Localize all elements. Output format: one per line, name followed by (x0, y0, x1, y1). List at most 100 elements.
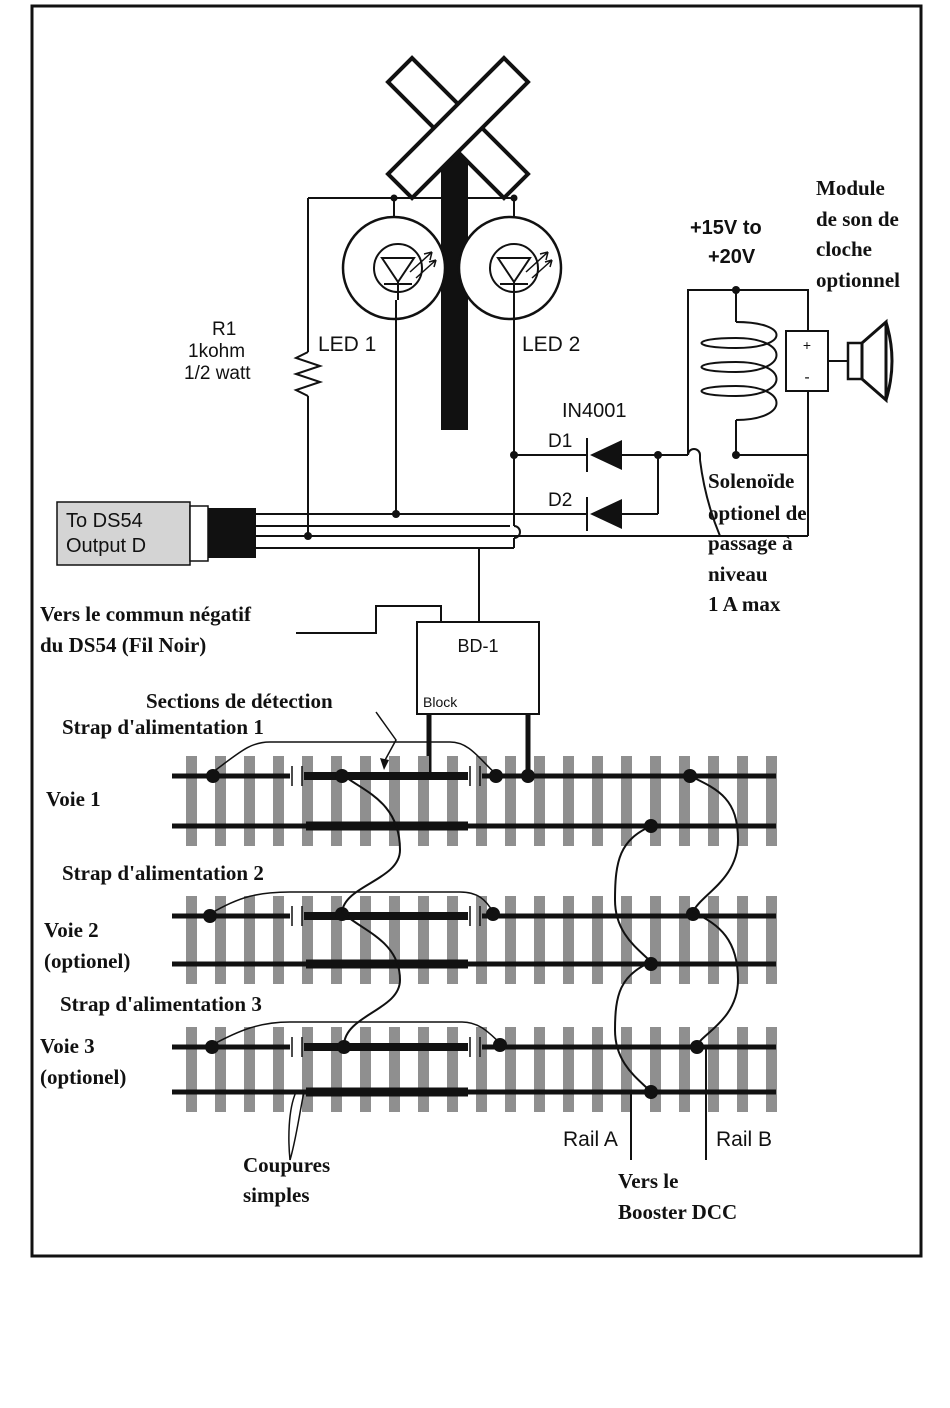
solenoid-label-1: Solenoïde (708, 469, 794, 493)
track-1-tie (447, 756, 458, 846)
track-2-tie (592, 896, 603, 984)
track-1-tie (418, 756, 429, 846)
feeder-connection-dot (335, 907, 349, 921)
r1-name: R1 (212, 319, 236, 340)
track-3-tie (621, 1027, 632, 1112)
ds54-plug (208, 508, 256, 558)
track-1-tie (215, 756, 226, 846)
track-3-tie (766, 1027, 777, 1112)
sound-module-label-4: optionnel (816, 268, 900, 292)
d1-diode-icon (590, 440, 622, 470)
track-2-tie (244, 896, 255, 984)
d2-label: D2 (548, 490, 572, 511)
feeder-connection-dot (489, 769, 503, 783)
d2-diode-icon (590, 499, 622, 529)
solenoid-coil-icon (700, 286, 808, 459)
track-2-tie (215, 896, 226, 984)
d1-label: D1 (548, 431, 572, 452)
sound-module-label-1: Module (816, 176, 885, 200)
track-3-tie (186, 1027, 197, 1112)
track-2-tie (273, 896, 284, 984)
track-1-tie (766, 756, 777, 846)
track-1-tie (534, 756, 545, 846)
track-1-tie (679, 756, 690, 846)
track-1-tie (505, 756, 516, 846)
track-2-tie (650, 896, 661, 984)
ds54-connector: To DS54 Output D (56, 501, 256, 566)
feeder-connection-dot (337, 1040, 351, 1054)
track-3-tie (273, 1027, 284, 1112)
track-2-tie (766, 896, 777, 984)
track-3-tie (679, 1027, 690, 1112)
track-3-tie (592, 1027, 603, 1112)
negative-label-2: du DS54 (Fil Noir) (40, 633, 206, 657)
solenoid-label-3: passage à (708, 531, 793, 555)
rail-a-label: Rail A (563, 1128, 618, 1151)
feeder-connection-dot (486, 907, 500, 921)
bd1-label: BD-1 (457, 636, 498, 656)
voie-3-label-1: Voie 3 (40, 1034, 95, 1058)
speaker-minus: - (804, 369, 809, 386)
bd1-box (416, 621, 540, 715)
track-3-tie (650, 1027, 661, 1112)
voltage-label-2: +20V (708, 246, 756, 268)
rail-b-label: Rail B (716, 1128, 772, 1151)
track-3-tie (476, 1027, 487, 1112)
track-2-tie (737, 896, 748, 984)
track-2-tie (679, 896, 690, 984)
track-1-tie (244, 756, 255, 846)
track-1-tie (708, 756, 719, 846)
r1-power: 1/2 watt (184, 363, 251, 384)
track-3-tie (534, 1027, 545, 1112)
feeder-connection-dot (690, 1040, 704, 1054)
feeder-connection-dot (493, 1038, 507, 1052)
solenoid-label-4: niveau (708, 562, 768, 586)
track-2-tie (389, 896, 400, 984)
track-1-tie (621, 756, 632, 846)
track-2-tie (302, 896, 313, 984)
track-3-tie (447, 1027, 458, 1112)
led-2-lamp (457, 215, 563, 321)
track-1-tie (737, 756, 748, 846)
speaker-icon (846, 318, 894, 404)
cuts-label-1: Coupures (243, 1153, 330, 1177)
detection-label: Sections de détection (146, 689, 333, 713)
strap-1-label: Strap d'alimentation 1 (62, 715, 264, 739)
ds54-label-2: Output D (66, 535, 146, 557)
feeder-connection-dot (335, 769, 349, 783)
voie-2-label-2: (optionel) (44, 949, 130, 973)
crossing-signal (385, 55, 531, 430)
crossbuck-arm-2 (385, 55, 531, 201)
tracks (172, 756, 777, 1112)
track-2-tie (708, 896, 719, 984)
strap-2-label: Strap d'alimentation 2 (62, 861, 264, 885)
track-3-tie (418, 1027, 429, 1112)
solenoid-label-2: optionel de (708, 501, 807, 525)
diode-part-label: IN4001 (562, 400, 627, 422)
led-2-diode-icon (496, 257, 532, 284)
track-3-tie (505, 1027, 516, 1112)
led-1-lamp (341, 215, 447, 321)
track-3-tie (331, 1027, 342, 1112)
track-2-tie (418, 896, 429, 984)
voie-2-label-1: Voie 2 (44, 918, 99, 942)
track-1-tie (302, 756, 313, 846)
led-2-label: LED 2 (522, 333, 580, 356)
diagram-frame (30, 4, 923, 1258)
track-1-tie (650, 756, 661, 846)
led-1-label: LED 1 (318, 333, 376, 356)
block-label: Block (423, 694, 458, 710)
strap-3-label: Strap d'alimentation 3 (60, 992, 262, 1016)
track-2-tie (186, 896, 197, 984)
track-2-tie (563, 896, 574, 984)
bd1-detector: BD-1 Block (296, 548, 540, 774)
track-3-tie (708, 1027, 719, 1112)
track-2-tie (534, 896, 545, 984)
led-1 (341, 215, 447, 321)
track-3-tie (215, 1027, 226, 1112)
track-1-tie (592, 756, 603, 846)
r1-resistor-icon (292, 351, 324, 397)
led-1-diode-icon (380, 257, 416, 284)
booster-label-1: Vers le (618, 1169, 678, 1193)
booster-label-2: Booster DCC (618, 1200, 737, 1224)
